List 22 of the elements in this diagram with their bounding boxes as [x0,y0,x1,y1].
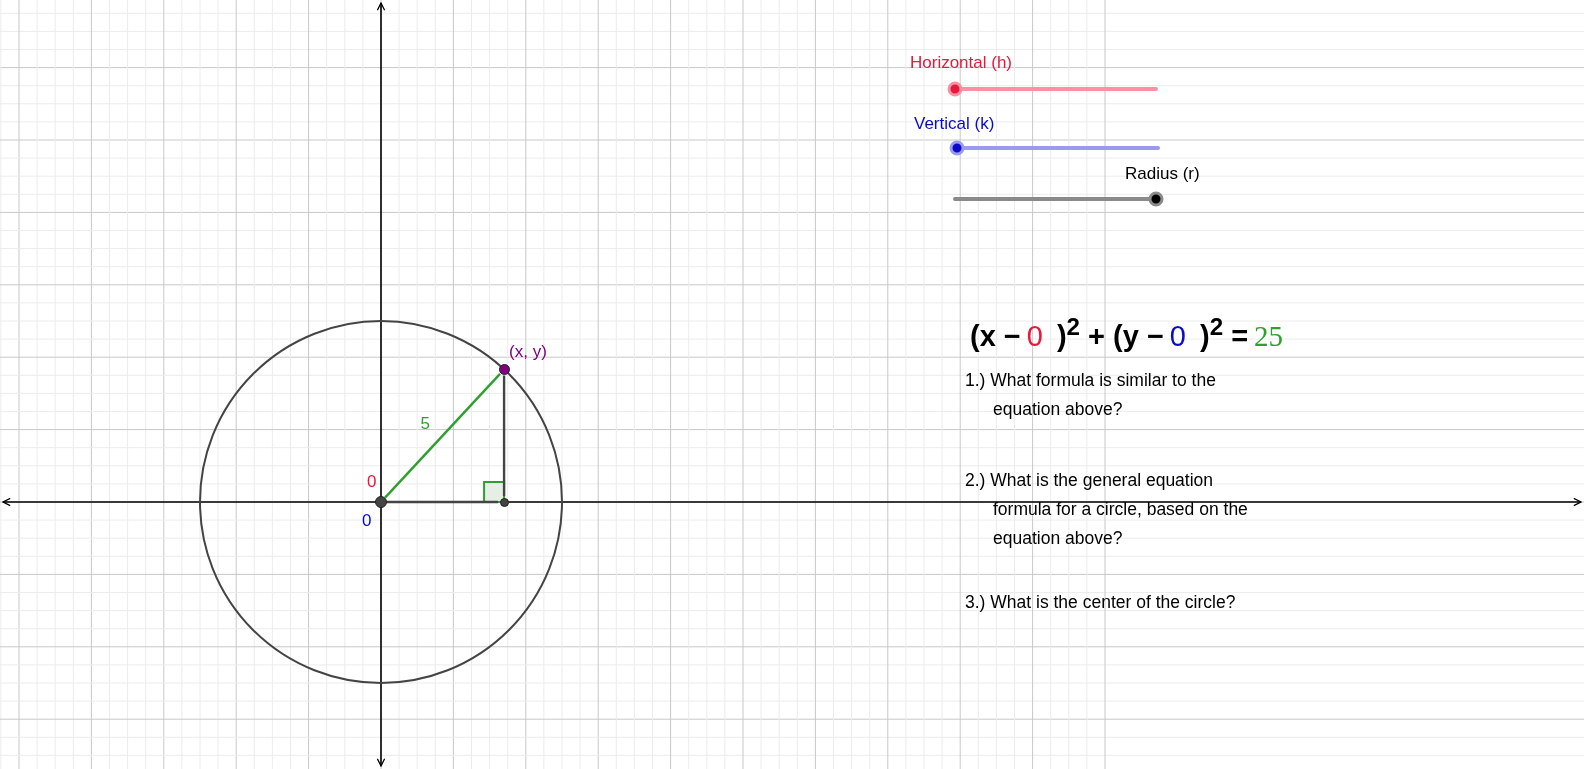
line-segment [387,500,499,504]
point [375,496,387,508]
equation-text: 0 [1169,319,1186,353]
point [499,497,509,507]
question-text: 2.) What is the general equation formula for a circle, based on the equation above? [965,469,1249,550]
line-segment [502,375,506,496]
slider-label: Vertical (k) [914,114,995,134]
equation-text: 25 [1254,319,1284,353]
point [498,364,510,375]
coordinate-label: 0 [362,511,372,531]
equation-text: (x − [970,319,1021,353]
coordinate-label: 0 [367,472,377,492]
line-segment [384,373,501,499]
question-text: 3.) What is the center of the circle? [965,591,1237,614]
slider-label: Radius (r) [1125,164,1200,184]
equation-text: )$^{2}$ = [1200,313,1249,353]
equation-text: 0 [1026,319,1043,353]
question-text: 1.) What formula is similar to the equation above? [965,369,1217,421]
point-label: (x, y) [509,341,547,362]
equation-text: )$^{2}$ + (y − [1056,313,1164,353]
edge-label: 5 [420,413,430,434]
slider-label: Horizontal (h) [910,53,1013,73]
